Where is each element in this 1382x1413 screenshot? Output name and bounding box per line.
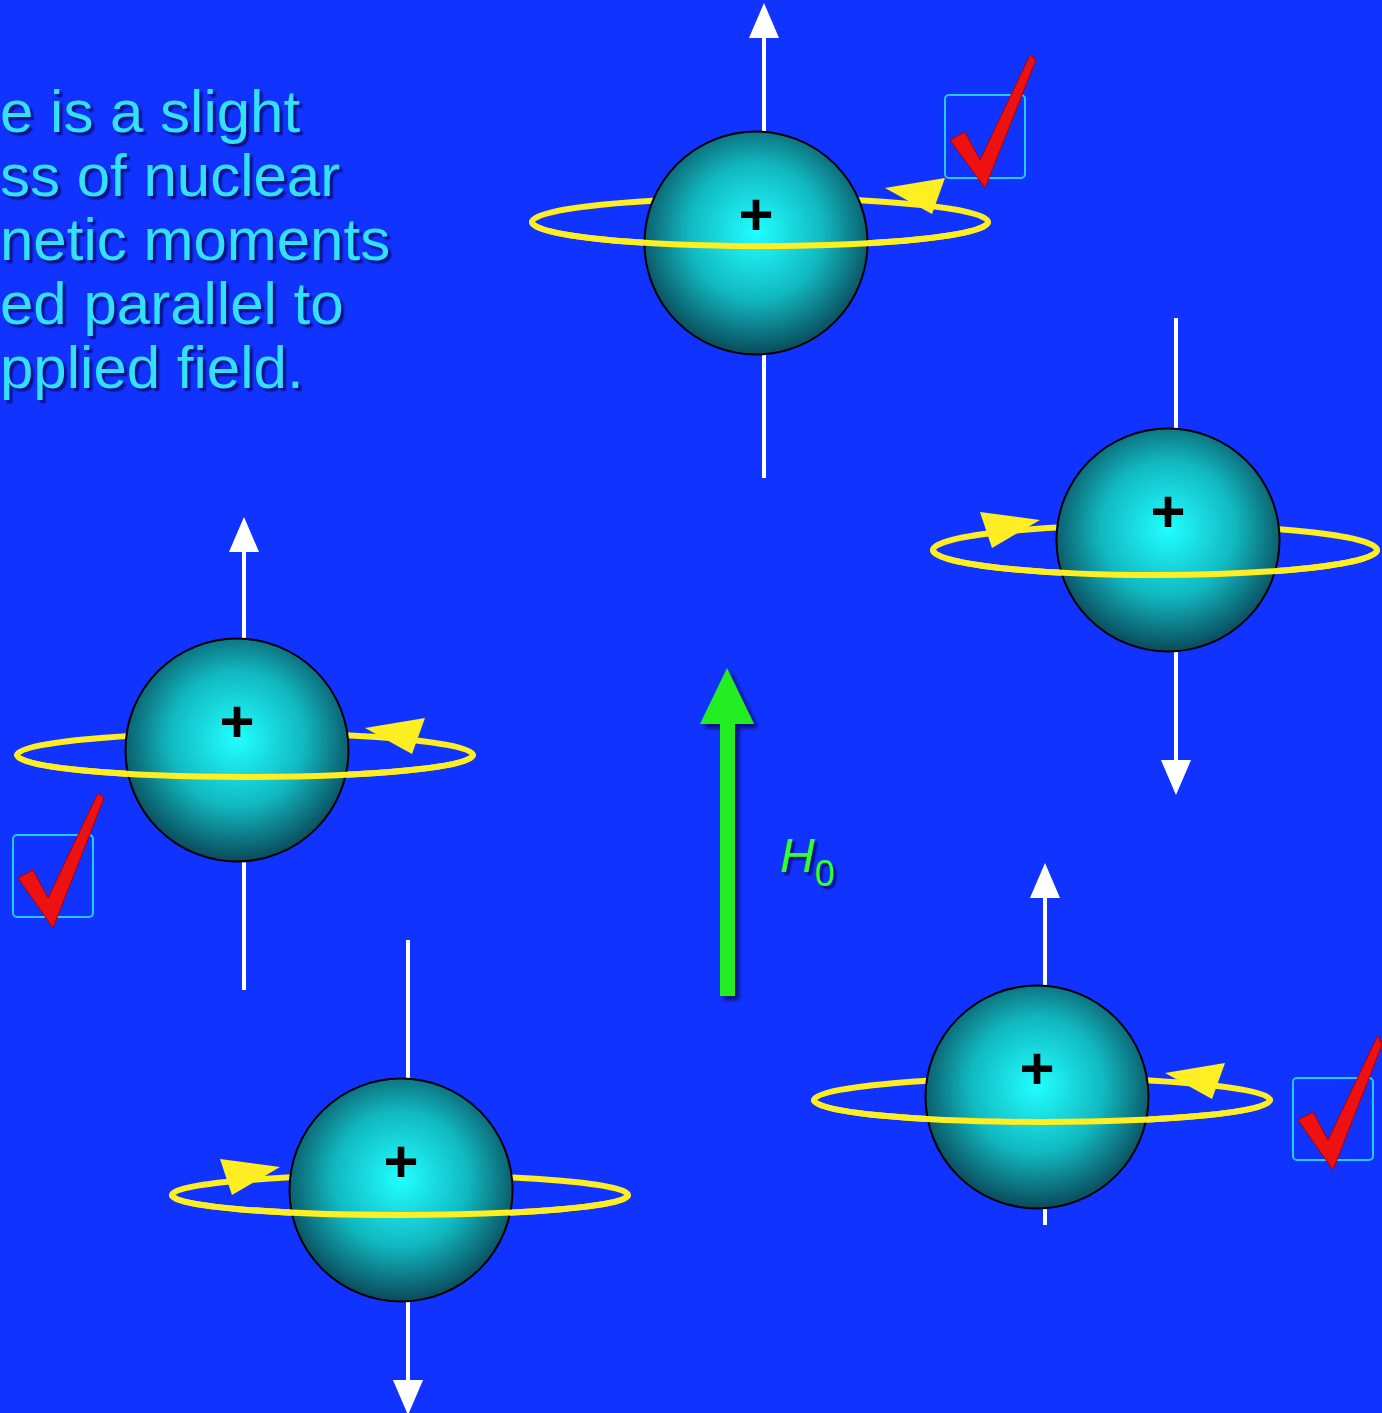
orbit-front: [17, 222, 1377, 1215]
nucleus-sphere: +: [288, 1077, 514, 1303]
charge-sign: +: [288, 1132, 514, 1192]
orbit-arrowheads: [220, 178, 1225, 1195]
nucleus-sphere: +: [1055, 427, 1281, 653]
nucleus-sphere: +: [124, 637, 350, 863]
caption-text: e is a slight ss of nuclear netic moment…: [0, 80, 390, 400]
nucleus-sphere: +: [643, 130, 869, 356]
charge-sign: +: [643, 185, 869, 245]
field-subscript: 0: [815, 853, 835, 894]
field-label: H0: [780, 828, 835, 883]
charge-sign: +: [924, 1039, 1150, 1099]
nucleus-sphere: +: [924, 984, 1150, 1210]
field-arrow: [700, 668, 754, 996]
charge-sign: +: [1055, 482, 1281, 542]
field-symbol: H: [780, 829, 815, 882]
charge-sign: +: [124, 692, 350, 752]
check-marks: [18, 55, 1382, 1170]
